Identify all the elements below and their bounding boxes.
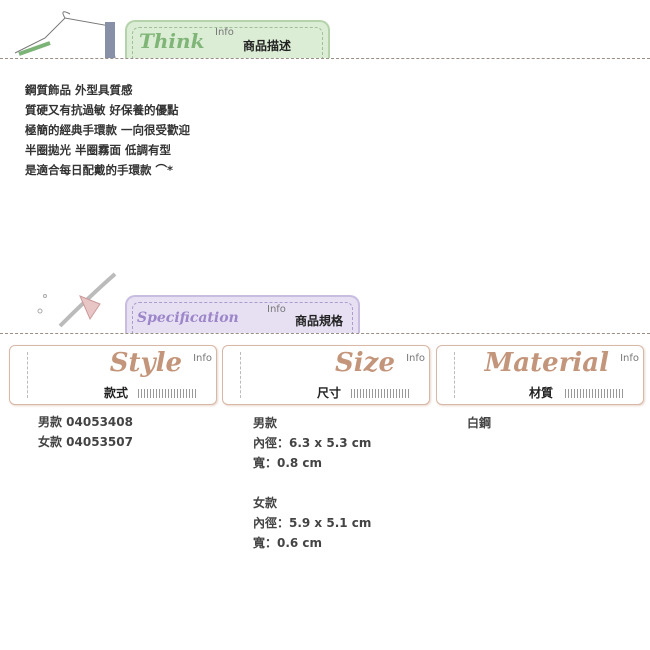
description-line: 鋼質飾品 外型具質感 [25, 83, 133, 97]
style-values: 男款 04053408 女款 04053507 [38, 412, 133, 452]
description-line: 是適合每日配戴的手環款 ⌒* [25, 163, 174, 177]
size-line: 女款 [253, 496, 278, 510]
notebook-pencil-illustration [14, 11, 116, 59]
ribbon-tape-illustration [37, 272, 117, 328]
specification-title: 商品規格 [295, 314, 344, 328]
info-label: Info [406, 353, 425, 364]
description-text: 鋼質飾品 外型具質感 質硬又有抗過敏 好保養的優點 極簡的經典手環款 一向很受歡… [25, 80, 190, 180]
material-script: Material [484, 348, 609, 378]
info-label: Info [620, 353, 639, 364]
info-label: Info [267, 304, 286, 315]
description-title: 商品描述 [243, 39, 292, 53]
specification-script-title: Specification [137, 310, 239, 326]
description-line: 極簡的經典手環款 一向很受歡迎 [25, 123, 191, 137]
size-label: 尺寸 [317, 386, 342, 400]
style-script: Style [109, 348, 182, 378]
description-line: 質硬又有抗過敏 好保養的優點 [25, 103, 179, 117]
size-card: Size Info 尺寸 [222, 345, 430, 405]
material-line: 白鋼 [467, 416, 492, 430]
size-script: Size [335, 348, 395, 378]
info-label: Info [215, 27, 234, 38]
size-line: 男款 [253, 416, 278, 430]
size-line: 寬：0.8 cm [253, 456, 323, 470]
material-card: Material Info 材質 [436, 345, 644, 405]
barcode-decoration [565, 389, 625, 398]
material-values: 白鋼 [467, 413, 491, 433]
specification-tab: Specification Info 商品規格 [125, 295, 360, 333]
size-values: 男款 內徑：6.3 x 5.3 cm 寬：0.8 cm 女款 內徑：5.9 x … [253, 413, 371, 553]
style-line: 男款 04053408 [38, 415, 133, 429]
material-label: 材質 [529, 386, 554, 400]
style-label: 款式 [104, 386, 129, 400]
think-script-title: Think [139, 29, 205, 53]
style-line: 女款 04053507 [38, 435, 133, 449]
divider [0, 58, 650, 59]
size-line: 寬：0.6 cm [253, 536, 323, 550]
info-label: Info [193, 353, 212, 364]
barcode-decoration [138, 389, 198, 398]
barcode-decoration [351, 389, 411, 398]
size-spacer [253, 473, 371, 493]
divider [0, 333, 650, 334]
size-line: 內徑：5.9 x 5.1 cm [253, 516, 372, 530]
description-tab: Think Info 商品描述 [125, 20, 330, 58]
description-line: 半圈拋光 半圈霧面 低調有型 [25, 143, 172, 157]
size-line: 內徑：6.3 x 5.3 cm [253, 436, 372, 450]
style-card: Style Info 款式 [9, 345, 217, 405]
